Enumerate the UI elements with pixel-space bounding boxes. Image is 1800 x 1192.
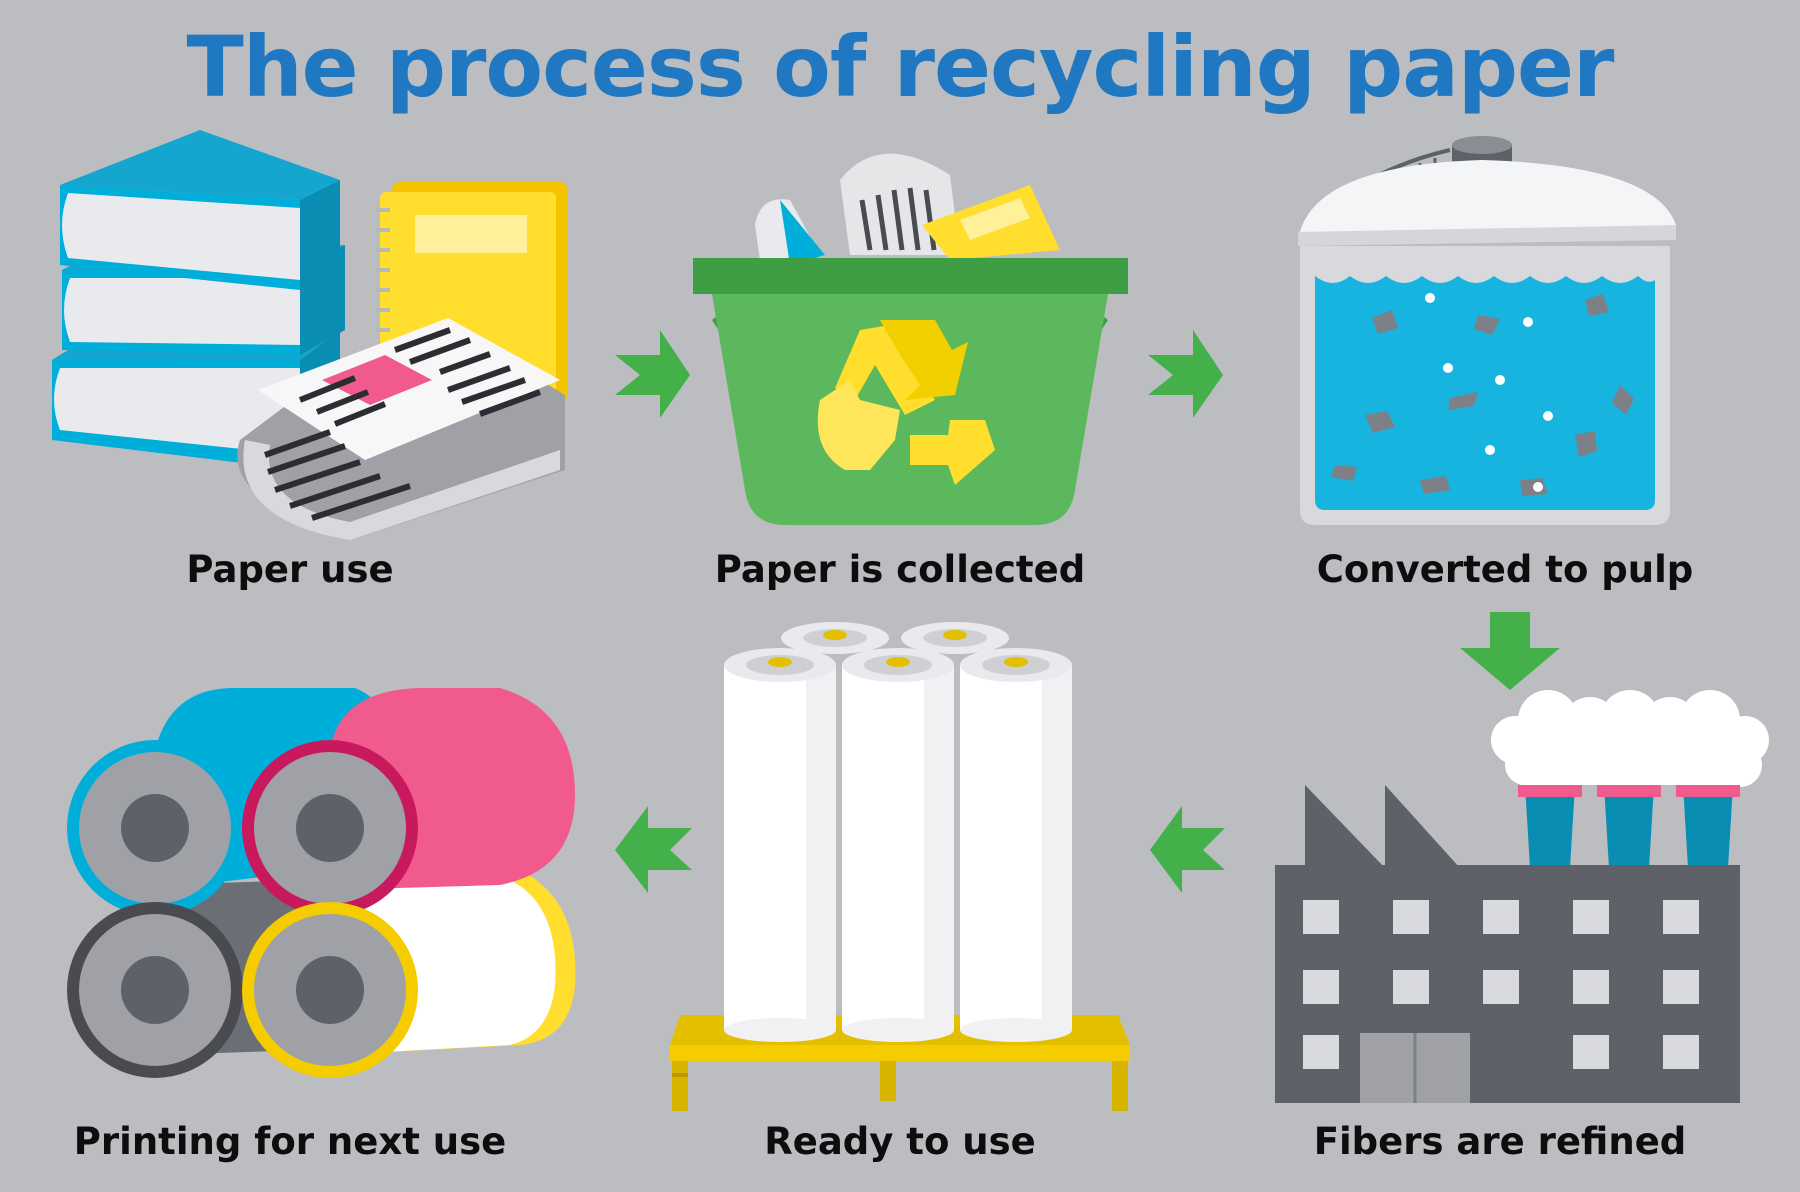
roller-cap-icon — [242, 902, 418, 1078]
paper-rolls-illustration — [670, 622, 1130, 1111]
arrow-right-icon — [1148, 330, 1223, 418]
step-label-paper-collected: Paper is collected — [714, 548, 1086, 591]
step-label-ready-to-use: Ready to use — [764, 1120, 1036, 1163]
pulp-tank-illustration — [1298, 136, 1676, 525]
arrow-left-icon — [1150, 806, 1225, 893]
paper-use-illustration — [52, 130, 568, 540]
book-icon — [52, 330, 340, 470]
step-label-printing-next-use: Printing for next use — [73, 1120, 507, 1163]
smoke-icon — [1491, 690, 1769, 787]
recycle-bin-illustration — [693, 153, 1128, 525]
printing-rollers-illustration — [67, 688, 576, 1078]
newspaper-icon — [237, 318, 565, 540]
factory-illustration — [1275, 690, 1769, 1103]
paper-roll-icon — [724, 648, 836, 1042]
paper-roll-icon — [960, 648, 1072, 1042]
step-label-paper-use: Paper use — [186, 548, 394, 591]
paper-roll-icon — [842, 648, 954, 1042]
arrow-left-icon — [615, 806, 692, 893]
chimney-icon — [1518, 785, 1740, 868]
recycle-symbol-icon — [817, 320, 995, 485]
book-icon — [60, 130, 340, 290]
page-title: The process of recycling paper — [186, 18, 1615, 116]
roller-cap-icon — [242, 740, 418, 916]
step-label-converted-to-pulp: Converted to pulp — [1316, 548, 1694, 591]
arrow-down-icon — [1460, 612, 1560, 690]
roller-cap-icon — [67, 902, 243, 1078]
arrow-right-icon — [615, 330, 690, 418]
step-label-fibers-refined: Fibers are refined — [1313, 1120, 1687, 1163]
roller-cap-icon — [67, 740, 243, 916]
